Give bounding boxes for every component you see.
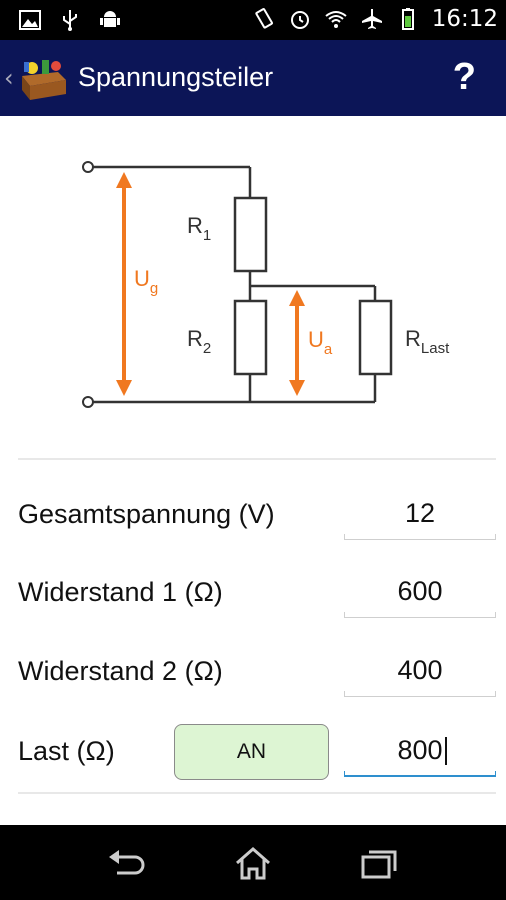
action-bar: ‹ Spannungsteiler ? xyxy=(0,40,506,116)
wifi-icon xyxy=(325,11,347,28)
bottom-divider xyxy=(18,792,496,794)
svg-text:R1: R1 xyxy=(187,213,211,244)
help-button[interactable]: ? xyxy=(452,56,476,98)
status-bar: 16:12 xyxy=(0,0,506,40)
terminal-top xyxy=(82,161,94,173)
widerstand-2-input[interactable] xyxy=(344,647,496,693)
last-field[interactable] xyxy=(344,727,496,777)
usb-icon xyxy=(63,10,77,31)
label-ua: U xyxy=(308,327,324,352)
label-r2: R xyxy=(187,326,203,351)
label-gesamtspannung: Gesamtspannung (V) xyxy=(18,499,275,529)
back-chevron-icon[interactable]: ‹ xyxy=(4,64,14,92)
image-icon xyxy=(19,10,41,30)
label-widerstand-2: Widerstand 2 (Ω) xyxy=(18,656,223,686)
voltage-divider-circuit: R1 R2 RLast Ug Ua xyxy=(82,161,450,408)
airplane-icon xyxy=(361,9,382,29)
section-divider xyxy=(18,458,496,460)
svg-text:Ua: Ua xyxy=(308,327,333,358)
resistor-rlast xyxy=(358,299,393,376)
label-r2-sub: 2 xyxy=(203,340,211,357)
label-r1: R xyxy=(187,213,203,238)
text-caret xyxy=(445,737,447,765)
back-icon[interactable] xyxy=(107,845,147,881)
vibrate-icon xyxy=(255,8,273,29)
svg-text:Ug: Ug xyxy=(134,266,158,297)
widerstand-1-input[interactable] xyxy=(344,568,496,614)
android-icon xyxy=(100,11,120,27)
label-widerstand-1: Widerstand 1 (Ω) xyxy=(18,577,223,607)
svg-text:R2: R2 xyxy=(187,326,211,357)
alarm-icon xyxy=(290,11,309,29)
home-icon[interactable] xyxy=(233,845,273,881)
navigation-bar xyxy=(0,825,506,900)
label-ug: U xyxy=(134,266,150,291)
status-time: 16:12 xyxy=(431,6,498,32)
svg-text:RLast: RLast xyxy=(405,326,450,357)
app-logo-icon[interactable] xyxy=(18,54,70,102)
gesamtspannung-field[interactable] xyxy=(344,490,496,540)
widerstand-2-field[interactable] xyxy=(344,647,496,697)
resistor-r1 xyxy=(233,196,268,273)
terminal-bottom xyxy=(82,396,94,408)
label-r1-sub: 1 xyxy=(203,227,211,244)
recent-apps-icon[interactable] xyxy=(359,845,399,881)
label-ua-sub: a xyxy=(324,341,333,358)
label-last: Last (Ω) xyxy=(18,736,115,766)
page-title: Spannungsteiler xyxy=(78,62,274,92)
label-rlast: R xyxy=(405,326,421,351)
battery-icon xyxy=(401,8,414,30)
resistor-r2 xyxy=(233,299,268,376)
label-rlast-sub: Last xyxy=(421,340,450,357)
last-input[interactable] xyxy=(344,727,496,773)
label-ug-sub: g xyxy=(150,280,158,297)
widerstand-1-field[interactable] xyxy=(344,568,496,618)
gesamtspannung-input[interactable] xyxy=(344,490,496,536)
load-toggle-button[interactable]: AN xyxy=(174,724,329,780)
